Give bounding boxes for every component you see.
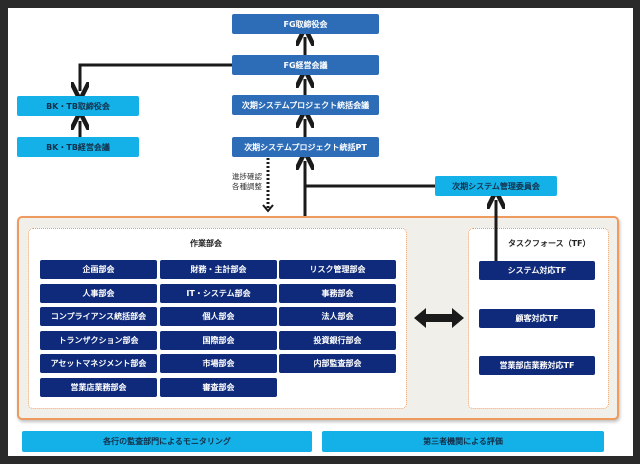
task-force-item: 営業部店業務対応TF (479, 356, 595, 375)
bk-tb-board-box: BK・TB取締役会 (17, 96, 139, 116)
working-group-item: 事務部会 (279, 283, 396, 303)
working-group-item: リスク管理部会 (279, 260, 396, 279)
dotted-arrow-note: 進捗確認 各種調整 (212, 172, 262, 192)
note-line-progress: 進捗確認 (232, 172, 262, 181)
management-committee-box: 次期システム管理委員会 (435, 176, 557, 196)
working-group-item: 内部監査部会 (279, 354, 396, 373)
bidirectional-arrow-icon (414, 308, 464, 328)
working-group-item: アセットマネジメント部会 (40, 354, 157, 373)
working-group-item: 投資銀行部会 (279, 330, 396, 350)
note-line-coordination: 各種調整 (232, 182, 262, 191)
task-force-item: 顧客対応TF (479, 309, 595, 328)
working-group-item: 営業店業務部会 (40, 377, 157, 397)
project-pt-box: 次期システムプロジェクト統括PT (232, 137, 379, 157)
working-group-item: トランザクション部会 (40, 330, 157, 350)
working-groups-title: 作業部会 (190, 239, 222, 248)
working-group-item: 市場部会 (160, 354, 277, 373)
task-force-title: タスクフォース（TF） (508, 239, 591, 248)
working-group-item: 財務・主計部会 (160, 260, 277, 279)
bk-tb-management-box: BK・TB経営会議 (17, 137, 139, 157)
working-group-item: 法人部会 (279, 307, 396, 326)
task-force-item: システム対応TF (479, 261, 595, 280)
working-group-item: 国際部会 (160, 330, 277, 350)
working-group-item: 審査部会 (160, 377, 277, 397)
working-group-item: 個人部会 (160, 307, 277, 326)
working-group-item: 企画部会 (40, 260, 157, 279)
third-party-bar: 第三者機関による評価 (322, 431, 604, 452)
working-group-item: IT・システム部会 (160, 283, 277, 303)
working-group-item: 人事部会 (40, 283, 157, 303)
fg-management-box: FG経営会議 (232, 55, 379, 75)
internal-audit-bar: 各行の監査部門によるモニタリング (22, 431, 312, 452)
project-council-box: 次期システムプロジェクト統括会議 (232, 95, 379, 115)
working-group-item: コンプライアンス統括部会 (40, 307, 157, 326)
fg-board-box: FG取締役会 (232, 14, 379, 34)
